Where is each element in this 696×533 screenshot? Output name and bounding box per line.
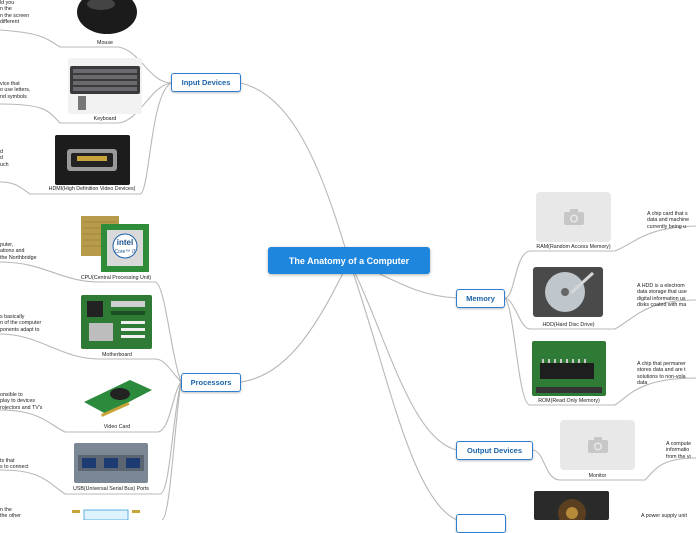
motherboard-caption: Motherboard: [101, 352, 133, 358]
video-card-caption: Video Card: [103, 424, 131, 430]
branch-partial-bottom[interactable]: [456, 514, 506, 533]
hdd-description: A HDD is a electrom data storage that us…: [637, 283, 687, 309]
root-topic[interactable]: The Anatomy of a Computer: [268, 247, 430, 274]
camera-icon: [563, 209, 584, 225]
monitor-caption: Monitor: [588, 473, 607, 479]
motherboard-description: s basically n of the computer ponents ad…: [0, 314, 42, 333]
bottom-left-description: n the the other: [0, 507, 21, 520]
branch-output-devices[interactable]: Output Devices: [456, 441, 533, 460]
mouse-caption: Mouse: [97, 40, 113, 46]
hdd-image: [531, 263, 606, 320]
video-card-image: [80, 372, 154, 422]
power-supply-image: [534, 491, 609, 520]
hdmi-caption: HDMI(High Definition Video Devices): [48, 186, 136, 192]
branch-memory[interactable]: Memory: [456, 289, 505, 308]
keyboard-description: vice that o use letters, nd symbols: [0, 81, 31, 100]
ram-caption: RAM(Random Access Memory): [536, 244, 611, 250]
cpu-image: [79, 214, 153, 274]
cpu-caption: CPU(Central Processing Unit): [80, 275, 152, 281]
connector-lines: [0, 29, 696, 520]
hdmi-description: d d uch: [0, 149, 9, 168]
mouse-image: [67, 0, 143, 38]
power-supply-description: A power supply unit: [641, 513, 687, 519]
rom-description: A chip that permaner stores data and are…: [637, 361, 686, 387]
cpu-model-label: Core™ i7: [114, 249, 136, 255]
hdd-caption: HDD(Hard Disc Drive): [542, 322, 595, 328]
usb-description: ts that s to connect: [0, 458, 29, 471]
partial-diagram-image: [70, 507, 144, 520]
branch-processors[interactable]: Processors: [181, 373, 241, 392]
rom-image: [532, 341, 606, 396]
usb-caption: USB(Universal Serial Bus) Ports: [73, 486, 149, 492]
keyboard-image: [68, 58, 142, 114]
usb-image: [74, 443, 148, 483]
rom-caption: ROM(Read Only Memory): [538, 398, 600, 404]
hdmi-image: [55, 135, 130, 185]
video-card-description: onsible to play to devices rojectors and…: [0, 392, 43, 411]
keyboard-caption: Keyboard: [93, 116, 117, 122]
monitor-description: A compute informatio from the vi: [666, 441, 692, 460]
ram-image-placeholder: [536, 192, 611, 242]
ram-description: A chip card that s data and machine curr…: [647, 211, 690, 230]
branch-input-devices[interactable]: Input Devices: [171, 73, 241, 92]
mouse-description: ld you n the n the screen different: [0, 0, 30, 26]
motherboard-image: [81, 295, 152, 349]
cpu-description: puter, ations and the Northbridge: [0, 242, 37, 261]
cpu-brand-label: intel: [116, 238, 134, 247]
monitor-image-placeholder: [560, 420, 635, 470]
camera-icon: [587, 437, 608, 453]
